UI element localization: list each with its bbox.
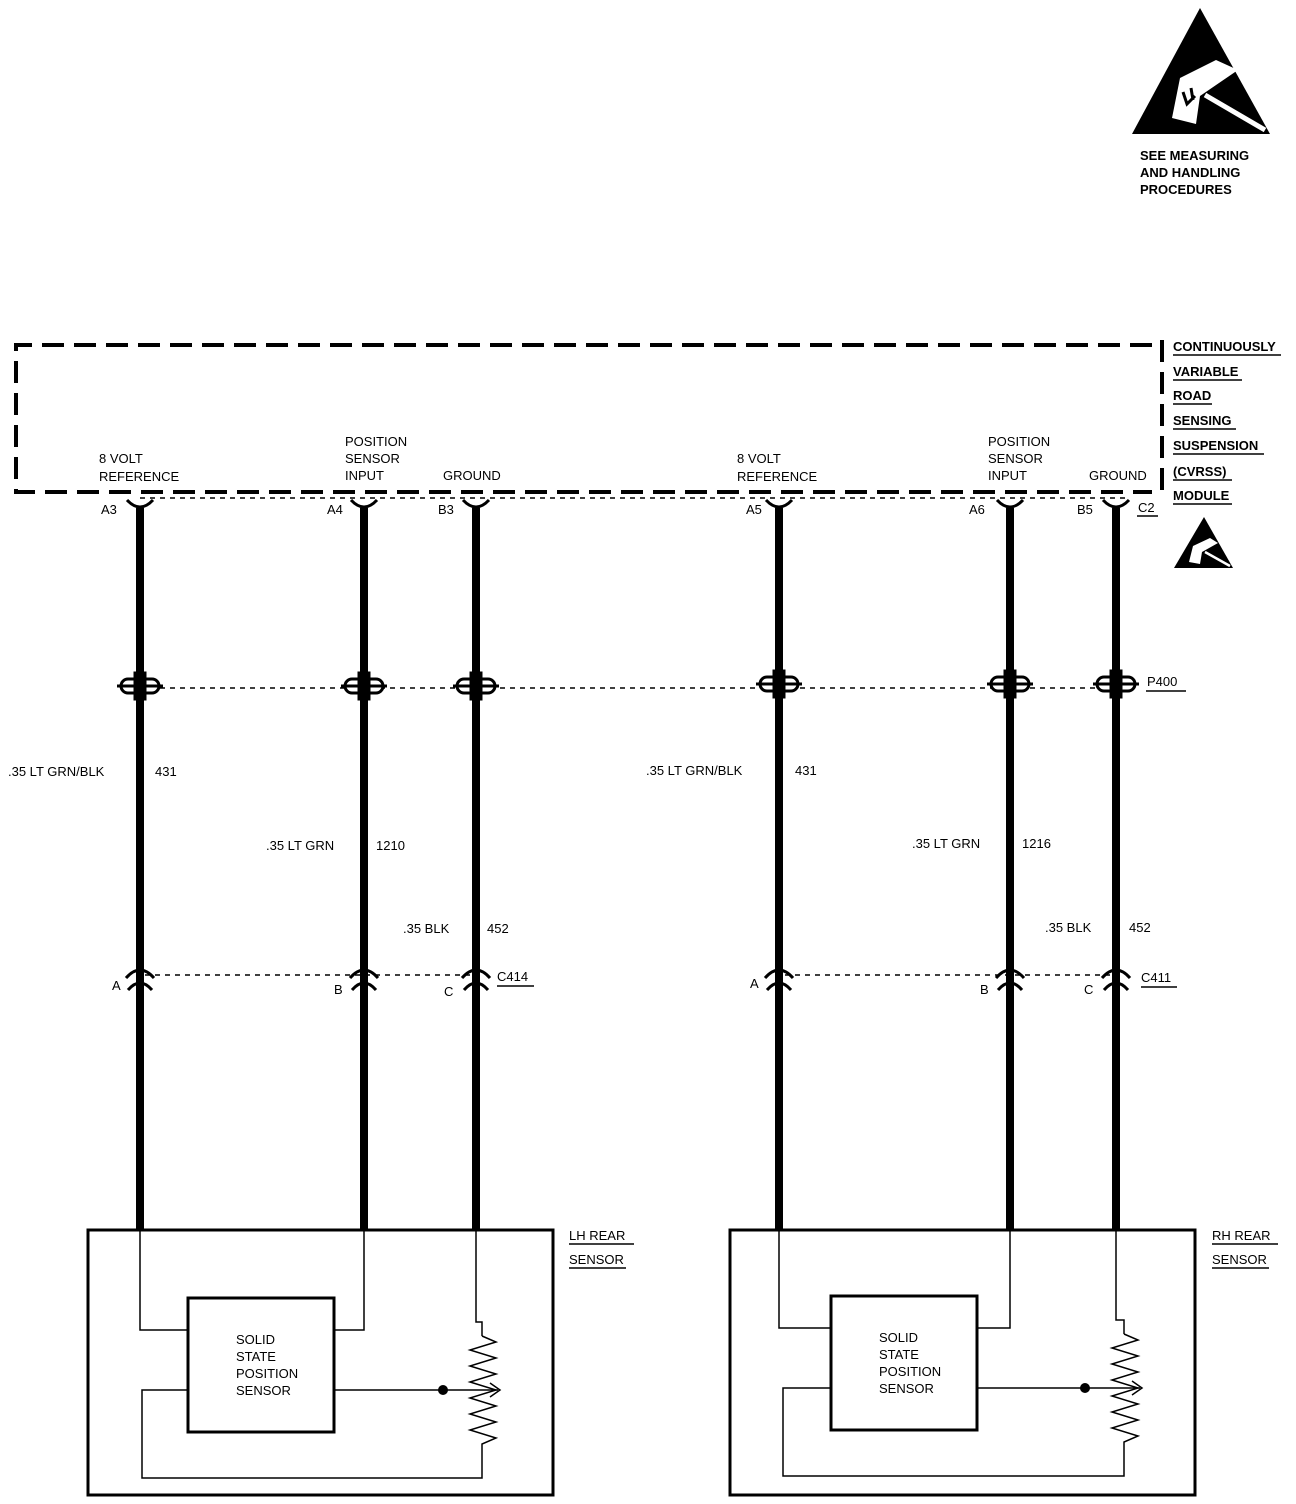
rh-func-gnd-line-1: GROUND [1089,468,1147,483]
lh-sensor-terminals [124,968,492,992]
lh-func-pos-line-2: SENSOR [345,451,400,466]
lh-sensor-connector-label: C414 [497,969,528,984]
rh-wire-label-452: .35 BLK [1045,920,1092,935]
lh-func-8v-line-2: REFERENCE [99,469,180,484]
p400-label: P400 [1147,674,1177,689]
lh-sensor-name-line-1: LH REAR [569,1228,625,1243]
module-name-line-3: ROAD [1173,388,1211,403]
rh-wires [775,508,1120,1230]
lh-sensor-pin-a: A [112,978,121,993]
lh-sensor-housing [86,1228,555,1497]
module-name-line-7: MODULE [1173,488,1230,503]
rh-func-8v-line-1: 8 VOLT [737,451,781,466]
rh-inner-line-2: STATE [879,1347,919,1362]
module-name-line-6: (CVRSS) [1173,464,1226,479]
rh-sensor-name-line-1: RH REAR [1212,1228,1271,1243]
lh-sensor-pin-b: B [334,982,343,997]
rh-sensor-name-line-2: SENSOR [1212,1252,1267,1267]
rh-circuit-431: 431 [795,763,817,778]
esd-notice: SEE MEASURING AND HANDLING PROCEDURES [1132,8,1270,197]
module-name-line-2: VARIABLE [1173,364,1239,379]
rh-p400-terminals [756,669,1139,699]
lh-wire-label-431: .35 LT GRN/BLK [8,764,105,779]
lh-func-8v-line-1: 8 VOLT [99,451,143,466]
rh-wiper-junction [1080,1383,1090,1393]
rh-pin-b5: B5 [1077,502,1093,517]
esd-warning-icon [1132,8,1270,134]
module-name-line-4: SENSING [1173,413,1232,428]
rh-module-terminals [764,498,1131,509]
lh-func-gnd-line-1: GROUND [443,468,501,483]
lh-circuit-452: 452 [487,921,509,936]
module-connector-label: C2 [1138,500,1155,515]
rh-inner-line-4: SENSOR [879,1381,934,1396]
module-boundary [14,343,1152,494]
lh-pin-a4: A4 [327,502,343,517]
lh-solid-state-sensor [186,1296,336,1434]
lh-wiper-junction [438,1385,448,1395]
module-name: CONTINUOUSLY VARIABLE ROAD SENSING SUSPE… [1173,339,1281,505]
rh-circuit-1216: 1216 [1022,836,1051,851]
rh-func-pos-line-1: POSITION [988,434,1050,449]
rh-sensor-connector-label: C411 [1141,970,1171,985]
lh-sensor-name-line-2: SENSOR [569,1252,624,1267]
rh-func-pos-line-3: INPUT [988,468,1027,483]
rh-func-8v-line-2: REFERENCE [737,469,818,484]
rh-sensor-terminals [763,968,1132,992]
rh-pin-a5: A5 [746,502,762,517]
lh-circuit-1210: 1210 [376,838,405,853]
module-name-line-5: SUSPENSION [1173,438,1258,453]
lh-wire-label-452: .35 BLK [403,921,450,936]
rh-inner-line-1: SOLID [879,1330,918,1345]
rh-wire-label-1216: .35 LT GRN [912,836,980,851]
lh-p400-terminals [117,671,499,701]
rh-solid-state-sensor [829,1294,979,1432]
rh-sensor-pin-b: B [980,982,989,997]
lh-wires [136,508,480,1230]
esd-notice-line-2: AND HANDLING [1140,165,1240,180]
rh-internal-wiring [778,1230,1144,1477]
esd-notice-line-1: SEE MEASURING [1140,148,1249,163]
rh-sensor-pin-a: A [750,976,759,991]
module-name-line-1: CONTINUOUSLY [1173,339,1276,354]
lh-circuit-431: 431 [155,764,177,779]
lh-pin-a3: A3 [101,502,117,517]
rh-circuit-452: 452 [1129,920,1151,935]
lh-pin-b3: B3 [438,502,454,517]
lh-func-pos-line-1: POSITION [345,434,407,449]
rh-sensor-housing [728,1228,1197,1497]
lh-inner-line-1: SOLID [236,1332,275,1347]
esd-notice-line-3: PROCEDURES [1140,182,1232,197]
lh-inner-line-4: SENSOR [236,1383,291,1398]
rh-wire-label-431: .35 LT GRN/BLK [646,763,743,778]
lh-inner-line-3: POSITION [236,1366,298,1381]
rh-pin-a6: A6 [969,502,985,517]
esd-warning-icon [1174,517,1233,568]
lh-sensor-pin-c: C [444,984,453,999]
lh-module-terminals [125,498,491,509]
lh-func-pos-line-3: INPUT [345,468,384,483]
lh-inner-line-2: STATE [236,1349,276,1364]
rh-sensor-pin-c: C [1084,982,1093,997]
rh-inner-line-3: POSITION [879,1364,941,1379]
lh-wire-label-1210: .35 LT GRN [266,838,334,853]
rh-func-pos-line-2: SENSOR [988,451,1043,466]
lh-internal-wiring [139,1230,502,1479]
